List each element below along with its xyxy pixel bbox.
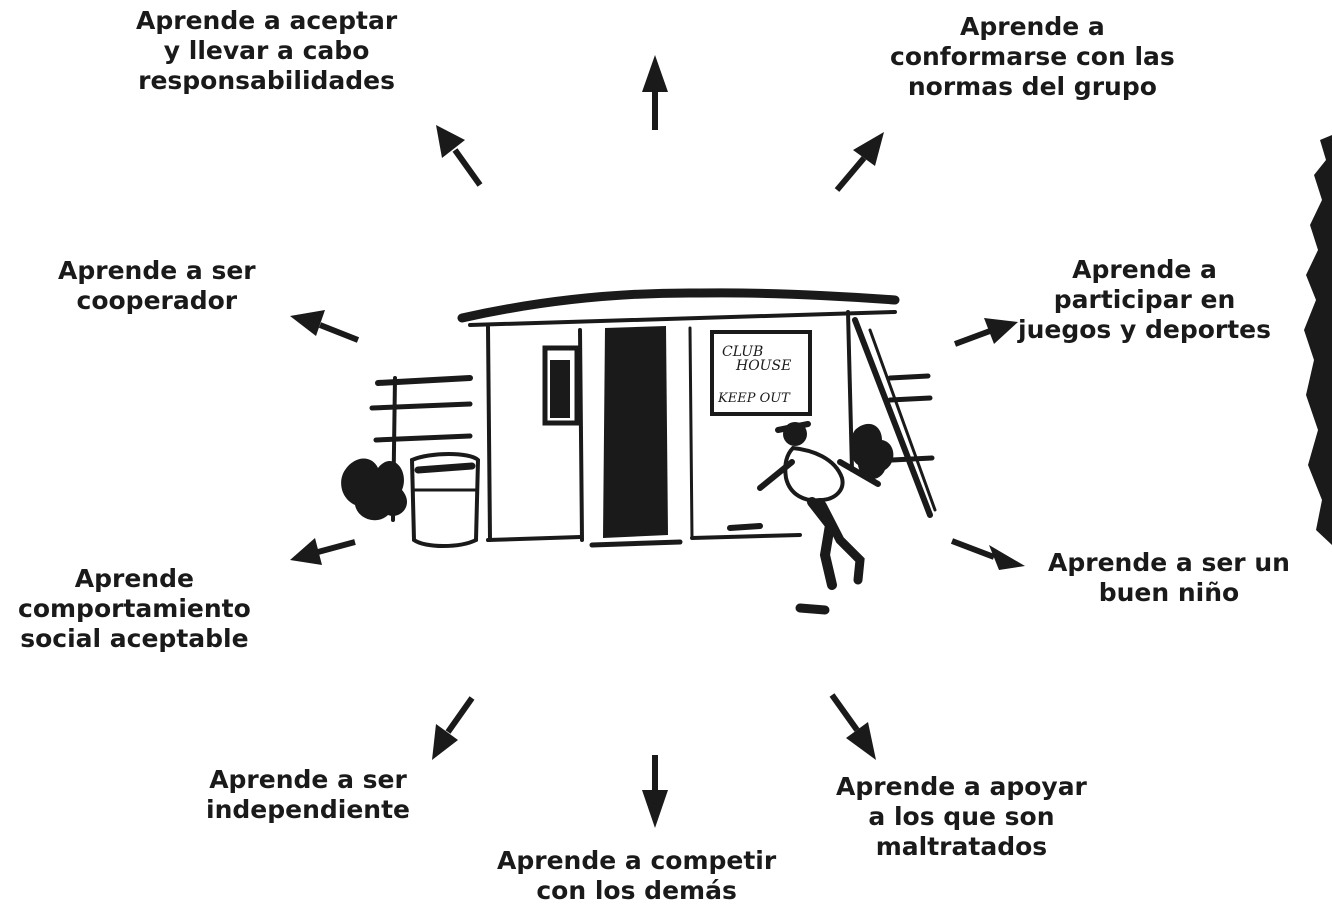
arrow-up-right: [834, 132, 884, 192]
label-responsabilidades: Aprende a aceptar y llevar a cabo respon…: [136, 6, 397, 96]
label-line: independiente: [206, 795, 410, 824]
arrow-up-left: [436, 125, 483, 187]
label-line: maltratados: [875, 832, 1048, 861]
label-normas: Aprende a conformarse con las normas del…: [890, 12, 1175, 102]
clubhouse-illustration: [341, 288, 937, 615]
sign-line-2: HOUSE: [735, 358, 791, 374]
arrow-down-right-low: [829, 693, 876, 760]
arrow-up: [642, 55, 668, 130]
sign-line-3: KEEP OUT: [717, 391, 791, 406]
label-line: participar en: [1053, 285, 1236, 314]
arrow-down-right: [950, 538, 1025, 570]
label-line: conformarse con las: [890, 42, 1175, 71]
arrow-down-left-low: [432, 696, 475, 760]
label-line: Aprende a ser un: [1048, 548, 1290, 577]
label-line: responsabilidades: [138, 66, 396, 95]
label-line: buen niño: [1098, 578, 1240, 607]
label-line: Aprende a: [960, 12, 1105, 41]
label-line: y llevar a cabo: [163, 36, 370, 65]
label-buen-nino: Aprende a ser un buen niño: [1048, 548, 1290, 608]
label-line: Aprende a apoyar: [836, 772, 1087, 801]
label-line: Aprende a: [1072, 255, 1217, 284]
label-juegos: Aprende a participar en juegos y deporte…: [1018, 255, 1271, 345]
label-line: Aprende: [74, 564, 194, 593]
torn-edge: [1304, 135, 1332, 545]
label-line: Aprende a ser: [58, 256, 256, 285]
label-line: a los que son: [868, 802, 1055, 831]
label-comportamiento: Aprende comportamiento social aceptable: [18, 564, 251, 654]
arrows: [290, 55, 1025, 828]
arrow-left: [290, 310, 360, 343]
label-line: Aprende a ser: [209, 765, 407, 794]
label-cooperador: Aprende a ser cooperador: [58, 256, 256, 316]
label-line: comportamiento: [18, 594, 251, 623]
label-independiente: Aprende a ser independiente: [206, 765, 410, 825]
label-line: normas del grupo: [907, 72, 1157, 101]
label-line: Aprende a competir: [497, 846, 777, 875]
label-competir: Aprende a competir con los demás: [497, 846, 776, 906]
arrow-down-left: [290, 538, 356, 565]
label-line: cooperador: [76, 286, 238, 315]
arrow-right: [953, 318, 1018, 347]
arrow-down: [642, 755, 668, 828]
label-line: juegos y deportes: [1018, 315, 1272, 344]
sign-line-1: CLUB: [722, 344, 763, 360]
label-line: Aprende a aceptar: [136, 6, 398, 35]
label-line: social aceptable: [20, 624, 249, 653]
label-apoyar: Aprende a apoyar a los que son maltratad…: [836, 772, 1087, 862]
label-line: con los demás: [536, 876, 737, 905]
